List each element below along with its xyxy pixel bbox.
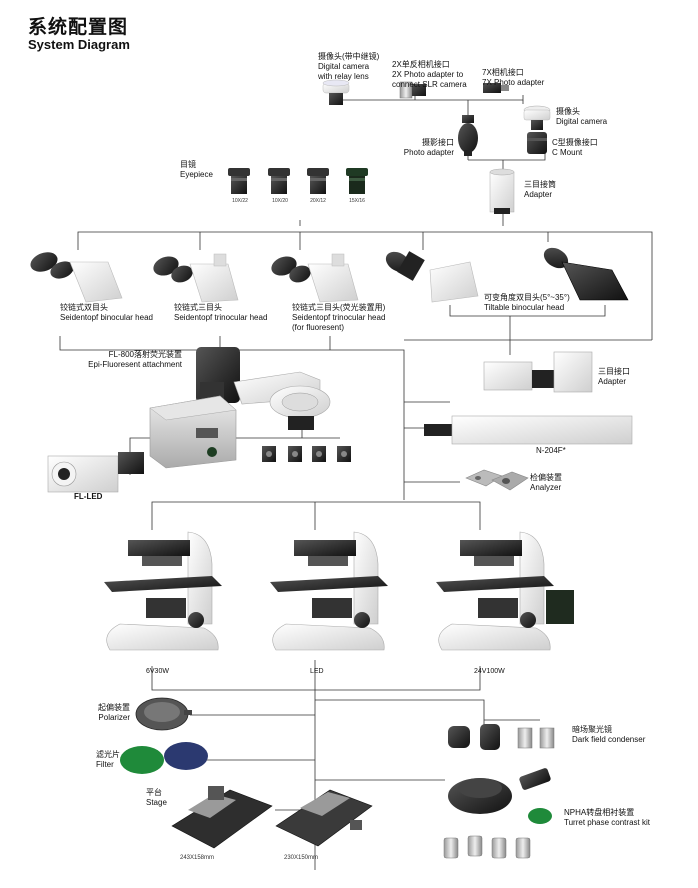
label-microscope-led: LED <box>310 668 324 675</box>
label-trinocular-port: 三目接口 Adapter <box>598 367 630 386</box>
filter-icon <box>120 742 208 774</box>
trinocular-fl-head-icon <box>271 253 359 303</box>
label-analyzer: 检偏装置 Analyzer <box>530 473 562 492</box>
fl-led-icon <box>47 452 144 493</box>
power-supply-icon <box>149 395 237 469</box>
turret-phase-kit-icon <box>443 768 552 859</box>
label-filter: 滤光片 Filter <box>96 750 120 769</box>
stage-243-icon <box>171 786 273 849</box>
digital-camera-icon <box>523 105 551 130</box>
analyzer-icon <box>465 469 529 491</box>
label-dark-field: 暗场聚光镜 Dark field condenser <box>572 725 646 744</box>
digital-camera-relay-icon <box>322 79 350 105</box>
label-microscope-24v100w: 24V100W <box>474 668 505 675</box>
label-n204f: N-204F* <box>536 446 566 455</box>
eyepiece-size-2: 10X/20 <box>272 198 288 204</box>
photo-adapter-2x-icon <box>399 81 426 99</box>
eyepieces-icon <box>228 168 368 194</box>
eyepiece-size-1: 10X/22 <box>232 198 248 204</box>
label-trinocular-head: 铰链式三目头 Seidentopf trinocular head <box>174 303 268 322</box>
label-stage: 平台 Stage <box>146 788 167 807</box>
microscope-24v100w-icon <box>436 531 574 651</box>
label-eyepiece: 目镜 Eyepiece <box>180 160 213 179</box>
label-fl-led: FL-LED <box>74 492 103 501</box>
photo-adapter-7x-icon <box>483 83 509 93</box>
label-tiltable-head: 可变角度双目头(5°~35°) Tiltable binocular head <box>484 293 570 312</box>
label-microscope-6v30w: 6V30W <box>146 668 169 675</box>
stage-230-icon <box>275 789 373 847</box>
label-binocular-head: 铰链式双目头 Seidentopf binocular head <box>60 303 153 322</box>
page-title-en: System Diagram <box>28 37 130 52</box>
label-photo-2x: 2X单反相机接口 2X Photo adapter to connect SLR… <box>392 60 467 89</box>
label-trinocular-fl-head: 铰链式三目头(荧光装置用) Seidentopf trinocular head… <box>292 303 386 332</box>
polarizer-icon <box>135 697 192 731</box>
fluorescence-filter-blocks-icon <box>262 446 351 462</box>
trinocular-head-icon <box>153 253 239 303</box>
binocular-head-icon <box>30 252 123 303</box>
tiltable-head-icon-2 <box>543 247 629 301</box>
label-photo-adapter: 摄影接口 Photo adapter <box>403 138 454 157</box>
tiltable-head-icon-1 <box>385 251 479 303</box>
label-fl800: FL-800落射荧光装置 Epi-Fluoresent attachment <box>88 350 182 369</box>
c-mount-icon <box>527 132 547 154</box>
eyepiece-size-3: 20X/12 <box>310 198 326 204</box>
dark-field-condenser-icon <box>448 724 555 750</box>
stage-size-1: 243X158mm <box>180 855 215 861</box>
eyepiece-size-4: 15X/16 <box>349 198 365 204</box>
trinocular-port-icon <box>483 351 593 393</box>
label-polarizer: 起偏装置 Polarizer <box>98 703 130 722</box>
trinocular-adapter-tube-icon <box>489 168 515 214</box>
microscope-6v30w-icon <box>104 531 222 651</box>
photo-adapter-icon <box>458 115 478 156</box>
page-title-cn: 系统配置图 <box>28 17 129 38</box>
n204f-tube-icon <box>424 415 633 445</box>
stage-size-2: 230X150mm <box>284 855 319 861</box>
fl800-attachment-icon <box>196 347 331 430</box>
label-digital-camera: 摄像头 Digital camera <box>556 107 608 126</box>
label-c-mount: C型摄像接口 C Mount <box>552 138 598 157</box>
microscope-led-icon <box>270 531 388 651</box>
label-digital-camera-relay: 摄像头(带中继镜) Digital camera with relay lens <box>318 52 380 81</box>
label-trinocular-adapter: 三目接筒 Adapter <box>524 180 556 199</box>
label-photo-7x: 7X相机接口 7X Photo adapter <box>482 68 545 87</box>
label-phase-kit: NPHA转盘相衬装置 Turret phase contrast kit <box>564 808 650 827</box>
